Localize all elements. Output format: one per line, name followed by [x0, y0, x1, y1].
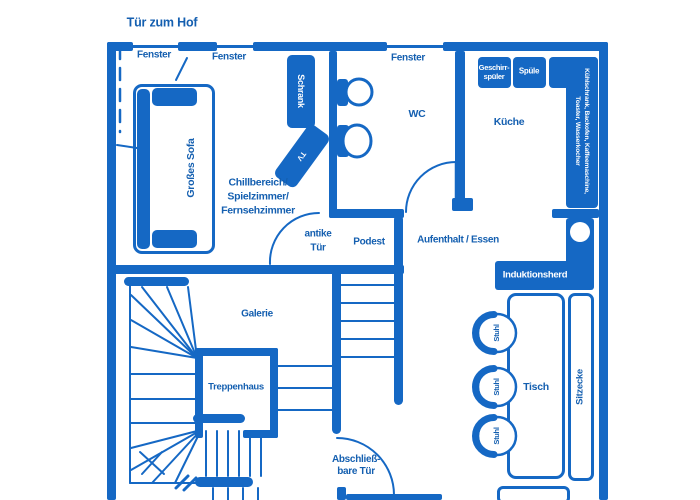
- wall-galerie-top: [107, 265, 404, 274]
- room-label-galerie: Galerie: [241, 308, 273, 320]
- wall-wc-west: [329, 51, 337, 218]
- wall-top-b: [178, 42, 217, 51]
- stair-top-bar: [124, 277, 189, 286]
- wall-stair-east: [394, 215, 403, 405]
- window-line-3: [386, 45, 444, 48]
- treppenhaus-wall-bottom: [243, 430, 278, 438]
- wall-door-stub: [337, 487, 346, 500]
- seating-bench-right: [568, 293, 594, 481]
- room-label-wc: WC: [408, 107, 426, 120]
- chair-label-2: Stuhl: [491, 378, 501, 396]
- appliance-label-geschirrspueler: Geschirr- spüler: [478, 63, 510, 81]
- dishwasher: [478, 57, 511, 88]
- room-label-chillbereich: Chillbereich/ Spielzimmer/ Fernsehzimmer: [221, 176, 295, 218]
- schrank-cabinet: [287, 55, 315, 128]
- room-label-podest: Podest: [353, 236, 385, 248]
- window-line-2: [216, 45, 254, 48]
- stair-landing-bar-low: [195, 477, 253, 487]
- treppenhaus-wall-top: [195, 348, 278, 356]
- window-label-2: Fenster: [211, 51, 247, 63]
- wall-galerie-east: [332, 265, 341, 434]
- room-label-aufenthalt: Aufenthalt / Essen: [417, 234, 499, 246]
- chair-label-1: Stuhl: [491, 324, 501, 342]
- sofa-armrest-top: [152, 88, 197, 106]
- stair-landing-bar-mid: [193, 414, 245, 423]
- page-title: Tür zum Hof: [126, 15, 198, 30]
- treppenhaus-wall-right: [270, 348, 278, 438]
- appliance-label-kuechenzeile: Kühlschrank, Backofen, Kaffeemaschine, T…: [574, 68, 591, 194]
- appliance-label-induktionsherd: Induktionsherd: [502, 269, 568, 281]
- door-swing-tick: [175, 57, 188, 81]
- wc-door-arc: [405, 161, 457, 213]
- wall-kueche-west: [455, 51, 465, 201]
- window-label-3: Fenster: [390, 52, 426, 64]
- room-label-treppenhaus: Treppenhaus: [208, 381, 264, 393]
- door-label-abschliessbare: Abschließ- bare Tür: [331, 454, 381, 477]
- wall-top-d: [443, 42, 608, 51]
- wc-toilet: [337, 123, 373, 159]
- induction-hob-horizontal: [495, 261, 594, 290]
- furniture-label-schrank: Schrank: [296, 74, 307, 108]
- sink-unit: [513, 57, 546, 88]
- sofa-backrest: [137, 89, 150, 249]
- wall-right: [599, 42, 608, 500]
- furniture-label-sofa: Großes Sofa: [184, 138, 197, 198]
- wall-kueche-south: [552, 209, 599, 218]
- appliance-label-spuele: Spüle: [518, 66, 540, 76]
- treppenhaus-wall-left: [195, 348, 203, 438]
- window-label-1: Fenster: [136, 49, 172, 61]
- wc-sink: [337, 77, 374, 107]
- wall-top-c: [253, 42, 387, 51]
- furniture-label-sitzecke: Sitzecke: [574, 369, 586, 405]
- furniture-label-tisch: Tisch: [523, 380, 549, 393]
- door-label-antike-tuer: antike Tür: [304, 228, 332, 254]
- window-line-1: [131, 45, 179, 48]
- room-label-kueche: Küche: [493, 115, 525, 128]
- sofa-armrest-bottom: [152, 230, 197, 248]
- counter-vertical: [566, 57, 598, 208]
- wall-wc-south: [329, 209, 404, 218]
- wall-kueche-west-foot: [452, 198, 473, 211]
- tv-label: TV: [295, 149, 309, 163]
- chair-label-3: Stuhl: [491, 427, 501, 445]
- bench-bottom: [497, 486, 570, 500]
- induction-hob-vertical: [566, 218, 594, 266]
- wall-bottom: [346, 494, 442, 500]
